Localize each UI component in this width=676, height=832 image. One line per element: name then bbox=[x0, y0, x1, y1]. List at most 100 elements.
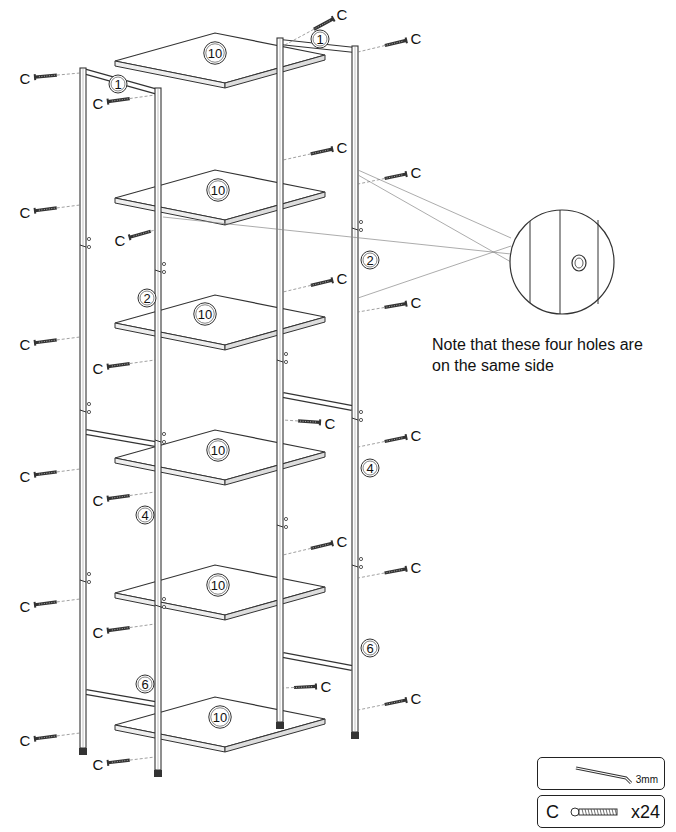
callout-number: 6 bbox=[366, 642, 373, 655]
callout-circle bbox=[363, 253, 377, 267]
callout-number: 4 bbox=[141, 509, 148, 522]
screw bbox=[35, 340, 57, 343]
pole-joint bbox=[155, 605, 161, 607]
screw bbox=[35, 75, 57, 77]
pole-joint bbox=[80, 580, 86, 582]
screw-head bbox=[107, 760, 110, 766]
callout-circle bbox=[209, 181, 227, 199]
callout-circle bbox=[196, 305, 214, 323]
screw-thread bbox=[112, 760, 130, 762]
hole bbox=[162, 270, 165, 273]
callout-number: 2 bbox=[366, 254, 373, 267]
screw-thread bbox=[39, 340, 57, 342]
foot bbox=[276, 722, 284, 729]
shelf-edge bbox=[225, 317, 325, 350]
hole-detail bbox=[572, 255, 586, 271]
shelf-edge bbox=[115, 323, 225, 350]
leader-line bbox=[130, 360, 155, 364]
cross-bar bbox=[83, 71, 158, 92]
screw bbox=[385, 569, 407, 573]
callout-number: 10 bbox=[211, 184, 225, 197]
cross-bar bbox=[86, 692, 155, 704]
screw-thread bbox=[597, 809, 599, 815]
pole-joint bbox=[352, 228, 358, 230]
screw bbox=[108, 99, 130, 102]
cross-bar bbox=[283, 395, 352, 408]
leader-line bbox=[57, 733, 80, 736]
screw-thread bbox=[314, 21, 330, 30]
screw-label: C bbox=[20, 205, 31, 220]
screw-head bbox=[406, 301, 407, 307]
shelf-edge bbox=[225, 587, 325, 620]
tool-size: 3mm bbox=[636, 775, 658, 785]
screw-label: C bbox=[20, 599, 31, 614]
hole bbox=[359, 418, 362, 421]
hardware-box: 3mm bbox=[537, 757, 665, 790]
cross-bar bbox=[283, 395, 352, 408]
callout-circle bbox=[363, 461, 377, 475]
foot bbox=[351, 732, 359, 739]
part-letter: C bbox=[546, 803, 559, 821]
leader-line bbox=[358, 178, 385, 184]
leader-line bbox=[358, 175, 511, 262]
leader-line bbox=[130, 757, 155, 760]
callout-circle bbox=[111, 77, 125, 91]
callout-circle bbox=[140, 291, 154, 305]
callout-number: 10 bbox=[208, 47, 222, 60]
screw-head bbox=[406, 37, 407, 43]
screw-thread bbox=[612, 809, 614, 815]
shelf-edge bbox=[225, 55, 325, 88]
screw-thread bbox=[594, 809, 596, 815]
hole bbox=[87, 410, 90, 413]
screw-thread bbox=[112, 99, 130, 102]
screw-thread bbox=[39, 75, 57, 77]
screw-label: C bbox=[321, 679, 332, 694]
callout-circle bbox=[209, 576, 227, 594]
screw bbox=[35, 602, 57, 605]
shelf-edge bbox=[225, 192, 325, 225]
screw-label: C bbox=[93, 493, 104, 508]
screw-head bbox=[34, 340, 37, 346]
pole-joint bbox=[80, 245, 86, 247]
screw-head bbox=[34, 602, 37, 608]
screw-thread bbox=[582, 809, 584, 815]
screw-head bbox=[106, 628, 109, 634]
leader-line bbox=[57, 469, 80, 472]
pole-shade bbox=[83, 68, 84, 748]
leader-line bbox=[358, 46, 385, 52]
screw bbox=[298, 421, 320, 422]
callout-number: 10 bbox=[198, 308, 212, 321]
shelf-edge bbox=[115, 725, 225, 752]
allen-key bbox=[576, 768, 631, 783]
screw bbox=[130, 231, 151, 237]
screw-label: C bbox=[93, 96, 104, 111]
callout-circle bbox=[363, 641, 377, 655]
callout-circle bbox=[361, 251, 379, 269]
screw-label: C bbox=[20, 733, 31, 748]
screw-head bbox=[34, 736, 37, 742]
screw-head bbox=[332, 146, 333, 152]
screw bbox=[385, 700, 407, 704]
screw bbox=[385, 437, 407, 441]
shelf-panel bbox=[115, 170, 325, 220]
hole bbox=[359, 557, 362, 560]
pole-shade bbox=[355, 46, 356, 732]
pole bbox=[80, 68, 86, 748]
hole bbox=[359, 220, 362, 223]
screw-thread bbox=[298, 421, 316, 422]
pole-shade bbox=[280, 38, 281, 722]
screw bbox=[35, 472, 57, 475]
pole-joint bbox=[155, 270, 161, 272]
callout-number: 1 bbox=[114, 78, 121, 91]
leader-line bbox=[283, 687, 294, 689]
screw bbox=[384, 304, 406, 308]
screw bbox=[108, 628, 130, 631]
cross-bar bbox=[283, 655, 352, 668]
leader-line bbox=[57, 205, 80, 208]
hole bbox=[87, 402, 90, 405]
shelf-edge bbox=[115, 593, 225, 620]
hole bbox=[284, 352, 287, 355]
callout-number: 1 bbox=[316, 33, 323, 46]
leader-line bbox=[358, 441, 385, 447]
hole-detail bbox=[575, 258, 583, 268]
